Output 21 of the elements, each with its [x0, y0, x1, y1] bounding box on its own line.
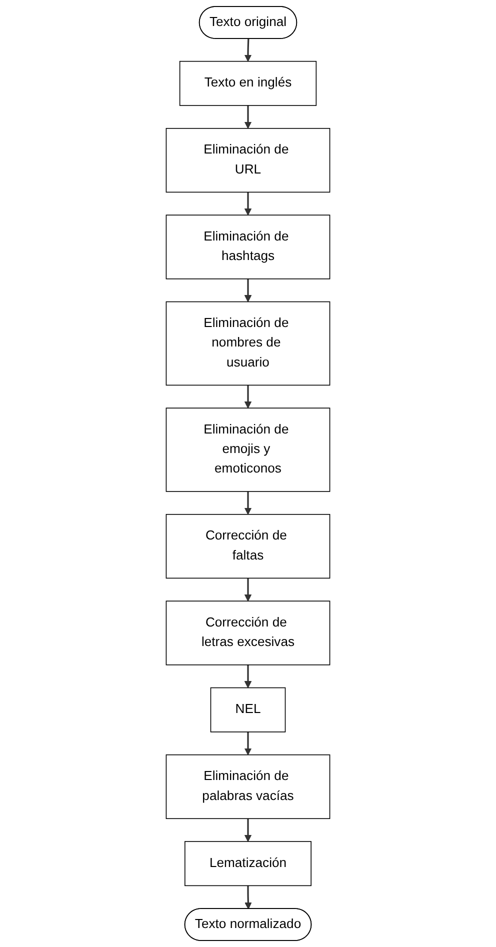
- node-box: Corrección de letras excesivas: [166, 600, 330, 666]
- node-box: Eliminación de hashtags: [166, 214, 330, 280]
- node-box: Lematización: [184, 841, 312, 886]
- arrow: [244, 106, 252, 129]
- arrow: [244, 886, 252, 910]
- node-box: Texto en inglés: [179, 60, 317, 106]
- arrow: [244, 578, 252, 602]
- node-box: Eliminación de nombres de usuario: [166, 301, 330, 386]
- node-box: Corrección de faltas: [166, 514, 330, 579]
- arrow: [244, 818, 252, 842]
- node-box: Eliminación de emojis y emoticonos: [166, 408, 330, 492]
- arrow: [244, 732, 252, 756]
- node-box: NEL: [210, 687, 286, 732]
- arrow: [244, 664, 252, 688]
- arrow: [244, 38, 252, 62]
- arrow: [244, 192, 252, 216]
- arrow: [244, 385, 252, 408]
- node-box: Eliminación de palabras vacías: [166, 754, 330, 820]
- arrow: [244, 492, 252, 515]
- arrow: [244, 278, 252, 302]
- node-box: Eliminación de URL: [166, 128, 330, 193]
